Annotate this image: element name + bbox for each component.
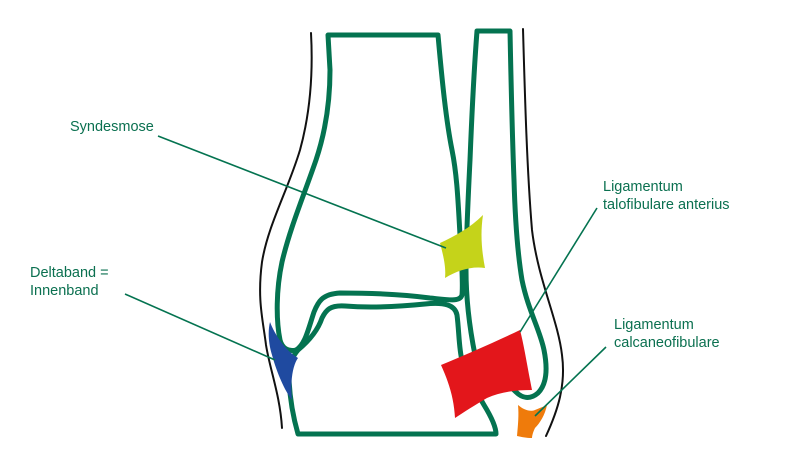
talofibulare-ligament (441, 330, 532, 418)
skin-outline-lateral (522, 28, 565, 437)
deltaband-label-line2: Innenband (30, 283, 99, 299)
calcaneofibulare-leader-line (534, 346, 607, 417)
deltaband-leader-line (124, 293, 276, 361)
talofibulare-label-line1: Ligamentum (603, 179, 683, 195)
deltaband-ligament (268, 322, 298, 400)
syndesmose-label-text: Syndesmose (70, 119, 154, 135)
calcaneofibulare-label-line1: Ligamentum (614, 317, 694, 333)
deltaband-label: Deltaband = Innenband (30, 264, 109, 300)
calcaneofibulare-label: Ligamentum calcaneofibulare (614, 316, 720, 352)
calcaneofibulare-ligament (517, 405, 547, 438)
talofibulare-label-line2: talofibulare anterius (603, 197, 730, 213)
calcaneofibulare-label-line2: calcaneofibulare (614, 335, 720, 351)
talofibulare-leader-line (519, 207, 598, 333)
syndesmose-leader-line (157, 135, 447, 249)
talofibulare-label: Ligamentum talofibulare anterius (603, 178, 730, 214)
syndesmose-ligament (440, 215, 485, 278)
talus-outline (286, 300, 499, 437)
syndesmose-label: Syndesmose (70, 118, 154, 136)
tibia-outline (274, 32, 465, 353)
skin-outline-medial (259, 32, 313, 429)
fibula-outline (463, 28, 549, 400)
deltaband-label-line1: Deltaband = (30, 265, 109, 281)
